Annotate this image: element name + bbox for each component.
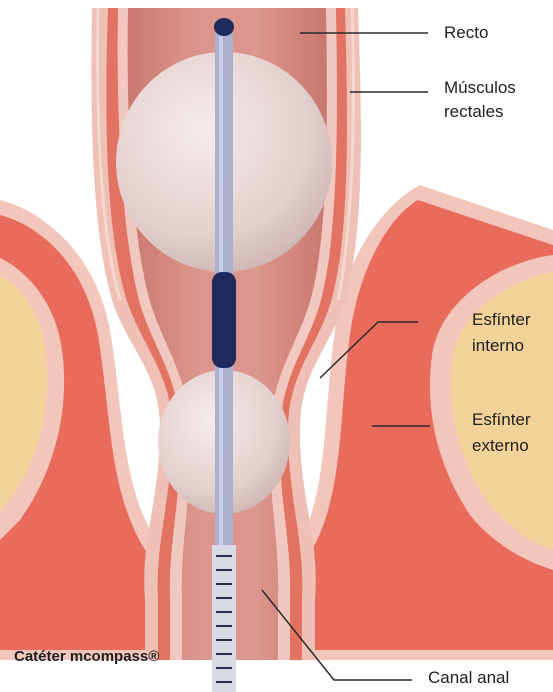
label-esfinter-externo-line1: Esfínter [472,408,531,432]
catheter [212,18,236,692]
label-esfinter-interno-line1: Esfínter [472,308,531,332]
label-musculos-line1: Músculos [444,76,516,100]
label-canal-anal: Canal anal [428,666,509,690]
label-musculos-line2: rectales [444,100,504,124]
label-esfinter-interno-line2: interno [472,334,524,358]
label-cateter: Catéter mcompass® [14,645,159,669]
label-recto: Recto [444,21,488,45]
label-esfinter-externo-line2: externo [472,434,529,458]
